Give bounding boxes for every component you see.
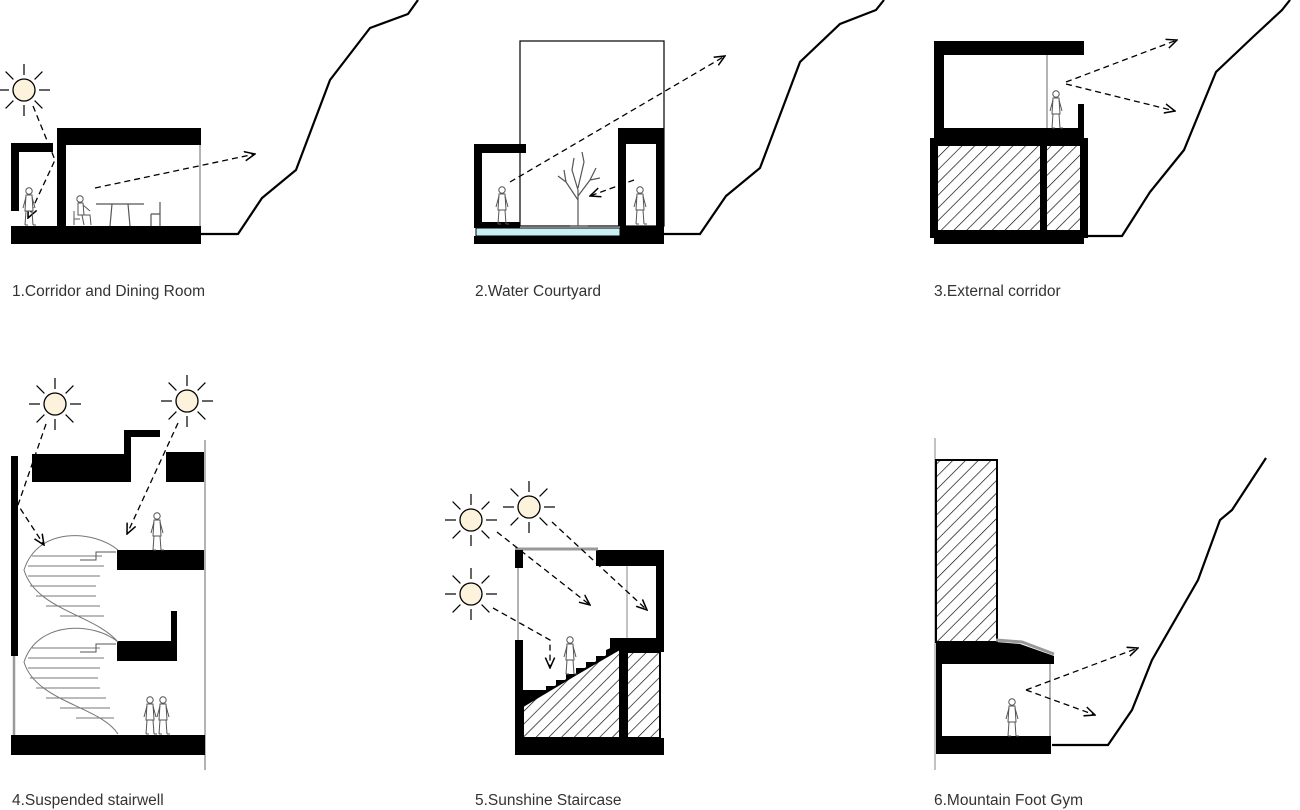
sun-icon: [28, 377, 82, 431]
caption-panel-2: 2.Water Courtyard: [475, 283, 601, 300]
caption-panel-6: 6.Mountain Foot Gym: [934, 792, 1083, 809]
roof-slab: [936, 642, 996, 664]
floor-slab: [620, 226, 664, 244]
panel-corridor-dining: [0, 0, 419, 244]
panel-sunshine-staircase: [444, 480, 664, 755]
person-icon: [495, 186, 510, 225]
sun-icon: [444, 567, 498, 621]
panel-mountain-foot-gym: [934, 438, 1267, 770]
person-icon: [633, 186, 648, 225]
mountain-slope: [1084, 0, 1291, 238]
person-icon: [143, 696, 158, 735]
water-pool: [475, 227, 621, 237]
roof-step: [124, 430, 160, 482]
roof-right: [166, 452, 204, 482]
roof-slab: [57, 128, 201, 145]
person-icon: [1005, 698, 1020, 737]
roof-slab: [996, 642, 1054, 664]
lower-left-wall: [515, 640, 523, 755]
light-ray-arrow-icon: [127, 422, 179, 534]
corridor-parapet: [11, 143, 53, 152]
upper-landing: [117, 550, 204, 570]
sun-icon: [502, 480, 556, 534]
hatched-tower: [935, 459, 998, 643]
mountain-slope: [1052, 457, 1267, 747]
gym-left-wall: [936, 664, 942, 740]
mountain-slope: [200, 0, 419, 236]
table-icon: [96, 203, 144, 227]
railing-post: [1078, 104, 1084, 130]
light-ray-arrow-icon: [496, 531, 590, 605]
person-icon: [150, 512, 165, 551]
stair-icon: [23, 535, 119, 735]
interior-column: [620, 648, 627, 738]
sightline-arrow-icon: [1025, 689, 1095, 715]
sightline-arrow-icon: [590, 179, 635, 196]
floor-slab: [515, 738, 664, 755]
tree-icon: [557, 151, 601, 227]
caption-panel-4: 4.Suspended stairwell: [12, 792, 164, 809]
person-icon: [563, 636, 578, 675]
interior-column: [1040, 142, 1047, 234]
left-wall-top: [515, 550, 523, 568]
roof-slab: [596, 550, 664, 566]
stair-icon: [523, 644, 620, 706]
panel-external-corridor: [930, 0, 1291, 244]
upper-wall: [934, 41, 944, 133]
hatched-mass: [930, 138, 1088, 238]
right-wall: [656, 550, 664, 640]
left-floor: [474, 222, 520, 228]
left-wall: [11, 456, 18, 656]
light-ray-arrow-icon: [28, 105, 56, 218]
floor-slab: [11, 735, 205, 755]
person-icon: [1049, 90, 1064, 129]
floor-slab: [934, 230, 1084, 244]
hatched-mass: [626, 651, 661, 739]
light-ray-arrow-icon: [551, 521, 647, 610]
left-wall: [474, 144, 482, 226]
middle-rail: [171, 611, 177, 643]
canopy-edge: [995, 638, 1055, 656]
sightline-arrow-icon: [509, 56, 725, 183]
panel-suspended-stairwell: [11, 374, 214, 770]
sightline-arrow-icon: [1065, 83, 1175, 111]
caption-panel-3: 3.External corridor: [934, 283, 1061, 300]
middle-landing: [117, 641, 177, 661]
light-ray-arrow-icon: [492, 607, 550, 668]
corridor-wall: [11, 143, 19, 211]
caption-panel-5: 5.Sunshine Staircase: [475, 792, 621, 809]
left-roof: [474, 144, 526, 153]
right-column: [618, 128, 626, 226]
column-wall: [57, 128, 66, 228]
mountain-slope: [664, 0, 885, 236]
caption-panel-1: 1.Corridor and Dining Room: [12, 283, 205, 300]
right-wall: [656, 128, 664, 228]
floor-slab: [936, 736, 1051, 754]
floor-slab: [11, 226, 201, 244]
person-icon: [22, 187, 37, 226]
sun-icon: [0, 63, 51, 117]
person-icon: [73, 195, 92, 226]
light-ray-arrow-icon: [17, 423, 47, 545]
panel-water-courtyard: [474, 0, 885, 244]
roof-slab: [934, 41, 1084, 55]
floor-slab: [474, 236, 664, 244]
roof-slab: [32, 454, 124, 482]
sightline-arrow-icon: [94, 154, 255, 189]
sun-icon: [160, 374, 214, 428]
chair-icon: [150, 202, 161, 226]
sun-icon: [444, 493, 498, 547]
right-roof: [618, 128, 664, 144]
person-icon: [156, 696, 171, 735]
